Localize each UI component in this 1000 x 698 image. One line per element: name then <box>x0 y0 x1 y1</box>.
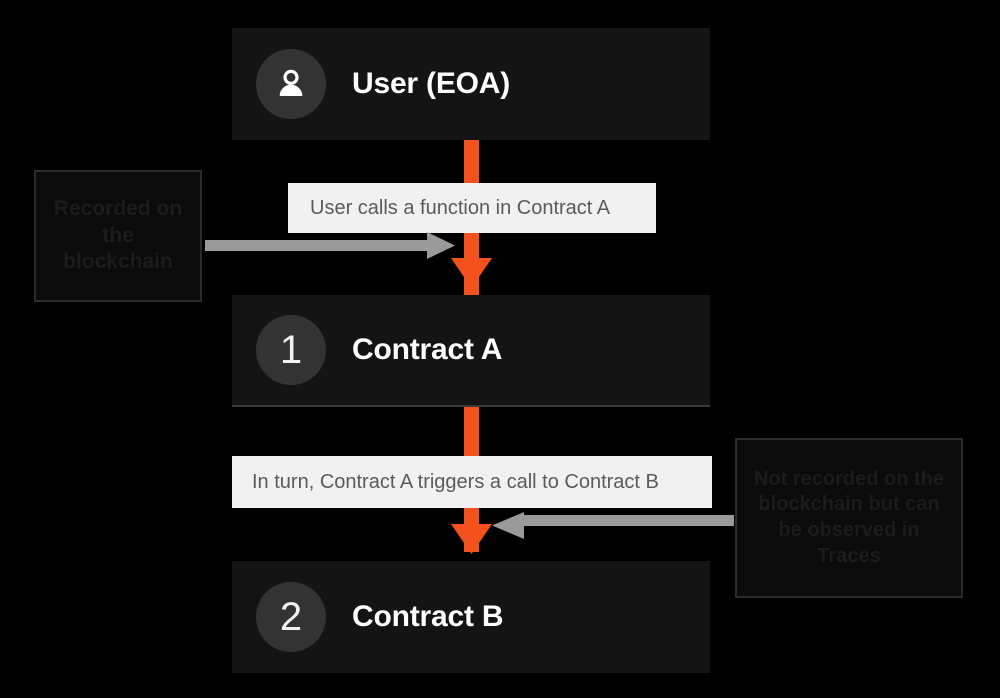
node-label: Contract A <box>352 333 503 366</box>
step-number-badge: 1 <box>256 315 326 385</box>
node-label: User (EOA) <box>352 67 511 100</box>
annotation-not-recorded-on-blockchain: Not recorded on the blockchain but can b… <box>735 438 963 598</box>
node-contract-a[interactable]: 1 Contract A <box>232 295 710 407</box>
caption-text: In turn, Contract A triggers a call to C… <box>252 470 659 493</box>
node-contract-b[interactable]: 2 Contract B <box>232 561 710 673</box>
person-icon <box>256 49 326 119</box>
annotation-recorded-on-blockchain: Recorded on the blockchain <box>34 170 202 302</box>
caption-user-calls-contract-a: User calls a function in Contract A <box>288 183 656 233</box>
caption-contract-a-calls-contract-b: In turn, Contract A triggers a call to C… <box>232 456 712 508</box>
annotation-arrow-right-to-flow <box>492 512 734 539</box>
step-number-badge: 2 <box>256 582 326 652</box>
annotation-text: Recorded on the blockchain <box>53 196 183 274</box>
caption-text: User calls a function in Contract A <box>310 196 611 219</box>
annotation-arrow-left-to-flow <box>205 232 455 259</box>
node-label: Contract B <box>352 600 504 633</box>
annotation-text: Not recorded on the blockchain but can b… <box>753 467 944 567</box>
node-user[interactable]: User (EOA) <box>232 28 710 140</box>
